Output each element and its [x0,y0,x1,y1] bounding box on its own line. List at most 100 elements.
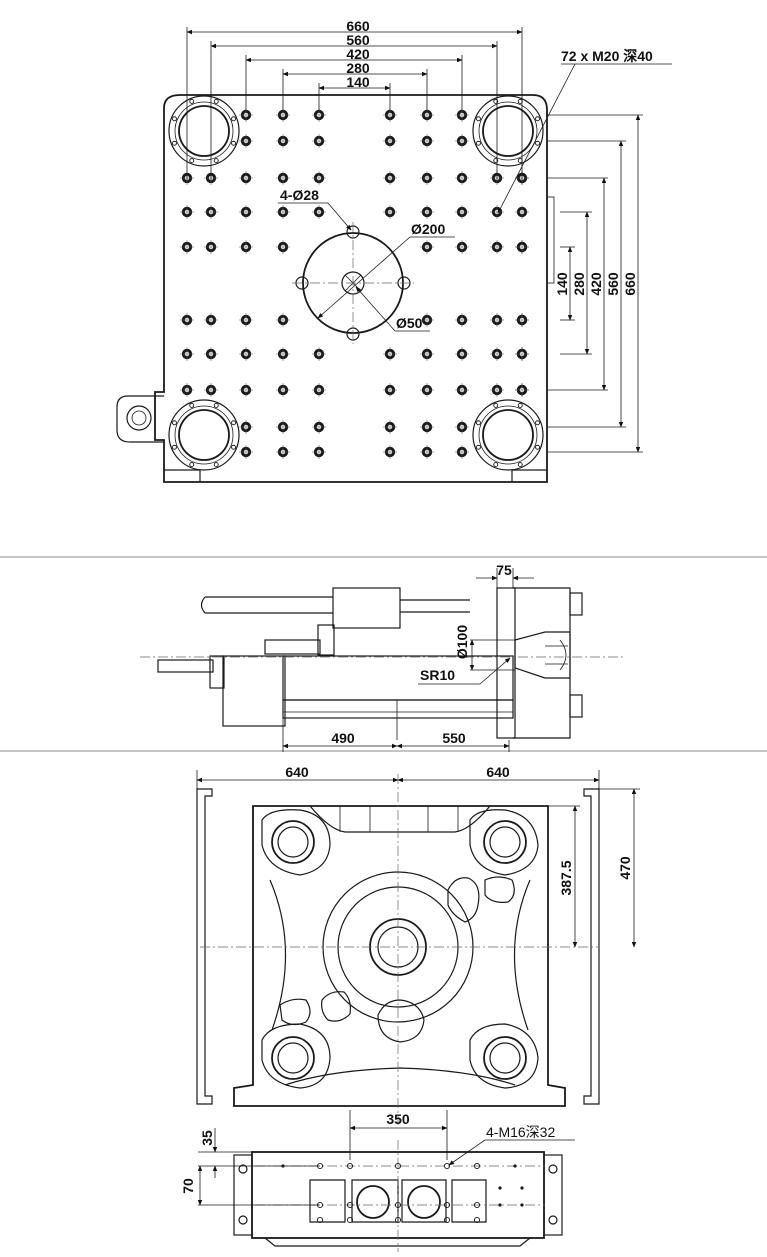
top-view: 660 560 420 280 140 140 280 420 560 660 [116,18,672,483]
boss-screw [535,420,541,426]
thread-hole [383,347,397,361]
bottom-hole [473,1162,481,1170]
thread-hole [420,347,434,361]
thread-hole [515,383,529,397]
thread-hole [204,383,218,397]
boss-bottom-right [469,1023,539,1089]
thread-hole [276,420,290,434]
thread-hole [239,420,253,434]
dim-350: 350 [386,1111,410,1127]
thread-hole [312,445,326,459]
boss-screw [517,462,523,468]
thread-hole [239,383,253,397]
bottom-hole [394,1216,402,1224]
center-holes-label: 4-Ø28 [280,187,319,203]
thread-hole [276,240,290,254]
thread-hole [490,383,504,397]
bottom-hole [473,1201,481,1209]
boss-screw [475,444,481,450]
thread-hole [312,383,326,397]
boss-screw [475,420,481,426]
thread-hole [383,205,397,219]
thread-hole [420,171,434,185]
thread-hole [180,205,194,219]
bottom-dot [498,1186,502,1190]
thread-hole [455,347,469,361]
thread-hole [276,108,290,122]
dim-v-660: 660 [622,272,638,296]
dim-140: 140 [346,74,370,90]
thread-hole [455,205,469,219]
thread-hole [239,347,253,361]
thread-hole [490,240,504,254]
thread-hole [455,171,469,185]
thread-hole [180,347,194,361]
bottom-hole [346,1162,354,1170]
tiebar-bottom-left [168,399,240,471]
boss-screw [517,402,523,408]
thread-hole [515,240,529,254]
thread-hole [312,134,326,148]
thread-hole [420,205,434,219]
top-vertical-dims: 140 280 420 560 660 [546,114,643,453]
dim-490: 490 [331,730,355,746]
tiebar-top-left [168,95,240,167]
thread-hole [420,134,434,148]
boss-screw [189,158,195,164]
thread-hole [455,445,469,459]
dim-420: 420 [346,46,370,62]
thread-hole-grid [180,108,529,459]
dim-387-5: 387.5 [558,860,574,895]
thread-hole [239,313,253,327]
thread-hole [420,445,434,459]
dim-640-right: 640 [486,764,510,780]
bottom-dot [520,1186,524,1190]
tiebar-bottom-right [472,399,544,471]
thread-hole [383,134,397,148]
bottom-dot [498,1203,502,1207]
thread-hole [239,445,253,459]
thread-hole [239,134,253,148]
boss-screw [171,444,177,450]
dim-v-280: 280 [571,272,587,296]
thread-hole [180,383,194,397]
thread-hole [204,347,218,361]
thread-hole [383,383,397,397]
bottom-hole [394,1201,402,1209]
bottom-hole [394,1162,402,1170]
thread-hole [276,347,290,361]
locating-ring [292,222,414,344]
dim-75: 75 [496,562,512,578]
boss-screw [231,420,237,426]
bottom-hole [443,1216,451,1224]
thread-hole [276,383,290,397]
tap-note: 4-M16深32 [486,1124,555,1140]
boss-screw [213,98,219,104]
thread-hole [420,383,434,397]
thread-hole [455,134,469,148]
boss-screw [475,140,481,146]
dim-550: 550 [442,730,466,746]
thread-hole [239,240,253,254]
center-bore-label: Ø50 [396,315,423,331]
thread-hole [515,347,529,361]
thread-hole [420,240,434,254]
thread-hole [490,205,504,219]
thread-hole [204,205,218,219]
thread-hole [276,313,290,327]
thread-hole [312,108,326,122]
dim-v-140: 140 [554,272,570,296]
bottom-hole [316,1216,324,1224]
thread-hole [276,205,290,219]
thread-hole [276,134,290,148]
thread-hole [239,205,253,219]
boss-screw [535,140,541,146]
bottom-hole [473,1216,481,1224]
thread-hole [455,108,469,122]
top-annotations: 72 x M20 深40 4-Ø28 Ø200 Ø50 [278,48,672,332]
boss-screw [493,158,499,164]
boss-top-left [261,809,331,876]
boss-screw [171,116,177,122]
boss-top-right [469,809,539,876]
